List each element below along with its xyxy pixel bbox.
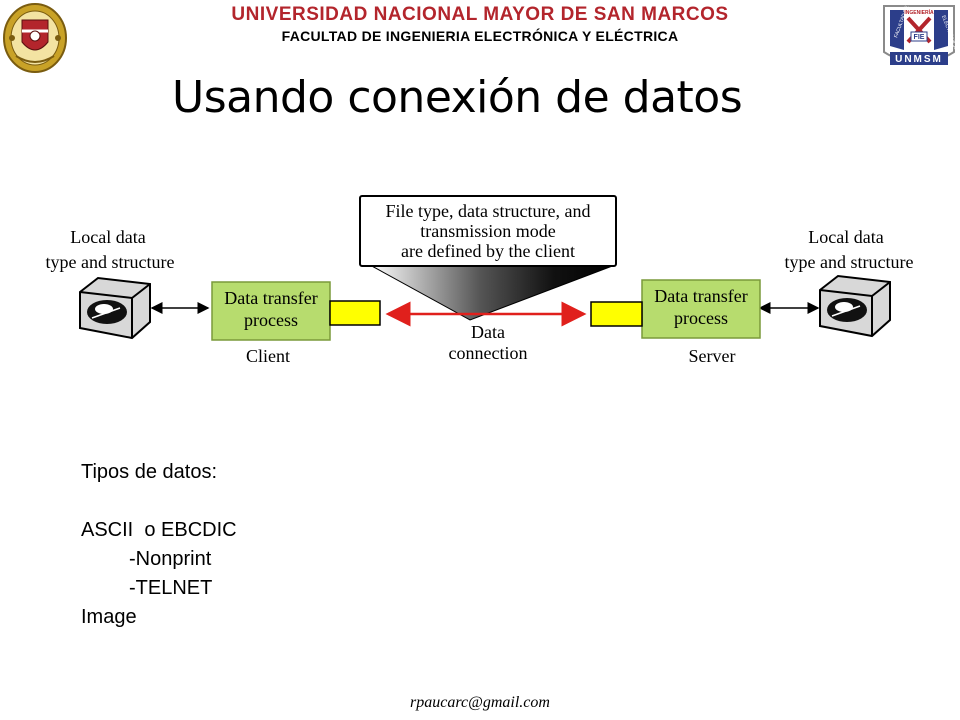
- connection-label-line-1: Data: [471, 322, 505, 342]
- logo-bottom-text: UNMSM: [895, 54, 943, 65]
- list-item: Image: [81, 606, 137, 628]
- data-types-heading: Tipos de datos:: [81, 461, 218, 483]
- client-port: [329, 300, 381, 326]
- university-name: UNIVERSIDAD NACIONAL MAYOR DE SAN MARCOS: [231, 4, 729, 25]
- logo-center-text: FIE: [914, 34, 925, 41]
- disk-drive-icon: [79, 276, 151, 340]
- server-data-transfer-process: Data transfer process: [641, 279, 761, 339]
- connection-label-line-2: connection: [449, 343, 528, 363]
- client-data-transfer-process: Data transfer process: [211, 281, 331, 341]
- logo-top-text: INGENIERÍA: [904, 8, 934, 16]
- server-box-line-2: process: [674, 308, 728, 328]
- university-seal-icon: [3, 3, 67, 73]
- list-item: -Nonprint: [129, 548, 212, 570]
- client-label: Client: [246, 346, 290, 366]
- local-data-left-line-2: type and structure: [46, 252, 175, 272]
- faculty-shield-icon: FACULTAD DE ELECTRÓNICA INGENIERÍA FIE U…: [883, 4, 958, 65]
- list-item: ASCII o EBCDIC: [81, 519, 237, 541]
- footer-email: rpaucarc@gmail.com: [410, 694, 550, 711]
- blank-line: [81, 487, 237, 516]
- faculty-name: FACULTAD DE INGENIERIA ELECTRÓNICA Y ELÉ…: [281, 28, 679, 44]
- local-data-right-line-1: Local data: [808, 227, 883, 247]
- server-label: Server: [689, 346, 736, 366]
- server-port: [590, 301, 643, 327]
- client-box-line-1: Data transfer: [224, 288, 317, 308]
- server-box-line-1: Data transfer: [654, 286, 747, 306]
- local-data-left-line-1: Local data: [70, 227, 145, 247]
- slide-title: Usando conexión de datos: [172, 72, 743, 123]
- callout-line-1: File type, data structure, and: [386, 201, 591, 221]
- list-item: -TELNET: [129, 577, 213, 599]
- callout-line-2: transmission mode: [420, 221, 556, 241]
- data-types-list: Tipos de datos: ASCII o EBCDIC -Nonprint…: [81, 458, 237, 632]
- disk-drive-icon: [819, 274, 891, 338]
- local-data-right-line-2: type and structure: [785, 252, 914, 272]
- client-box-line-2: process: [244, 310, 298, 330]
- callout-line-3: are defined by the client: [401, 241, 575, 261]
- client-definition-callout: File type, data structure, and transmiss…: [359, 195, 617, 321]
